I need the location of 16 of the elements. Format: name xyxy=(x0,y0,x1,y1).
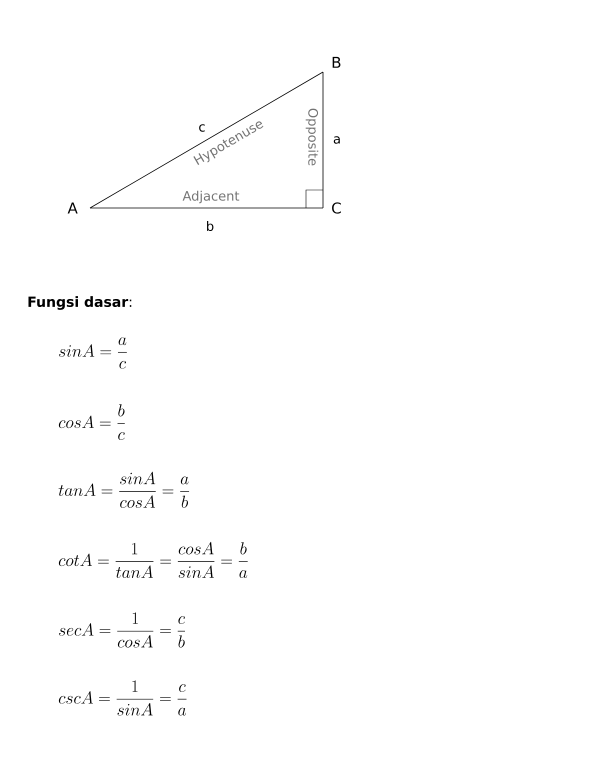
vertex-label: A xyxy=(68,202,78,214)
side-name: Adjacent xyxy=(182,190,240,204)
formula: $secA = \frac{1}{cosA} = \frac{c}{b}$ xyxy=(59,612,185,648)
formula: $tanA = \frac{sinA}{cosA} = \frac{a}{b}$ xyxy=(58,472,190,508)
side-name: Opposite xyxy=(306,108,318,166)
formula: $sinA = \frac{a}{c}$ xyxy=(59,337,127,369)
vertex-label: B xyxy=(332,56,340,68)
side-label: b xyxy=(207,220,214,232)
side-label: a xyxy=(334,136,340,144)
formula: $cscA = \frac{1}{sinA} = \frac{c}{a}$ xyxy=(58,680,186,716)
section-heading: Fungsi dasar: xyxy=(28,296,132,310)
formula: $cosA = \frac{b}{c}$ xyxy=(58,404,125,440)
formula: $cotA = \frac{1}{tanA} = \frac{cosA}{sinA} = \frac{b}{a}$ xyxy=(58,542,248,578)
triangle-side xyxy=(90,72,324,208)
triangle-side xyxy=(322,72,324,208)
vertex-label: C xyxy=(332,202,341,214)
